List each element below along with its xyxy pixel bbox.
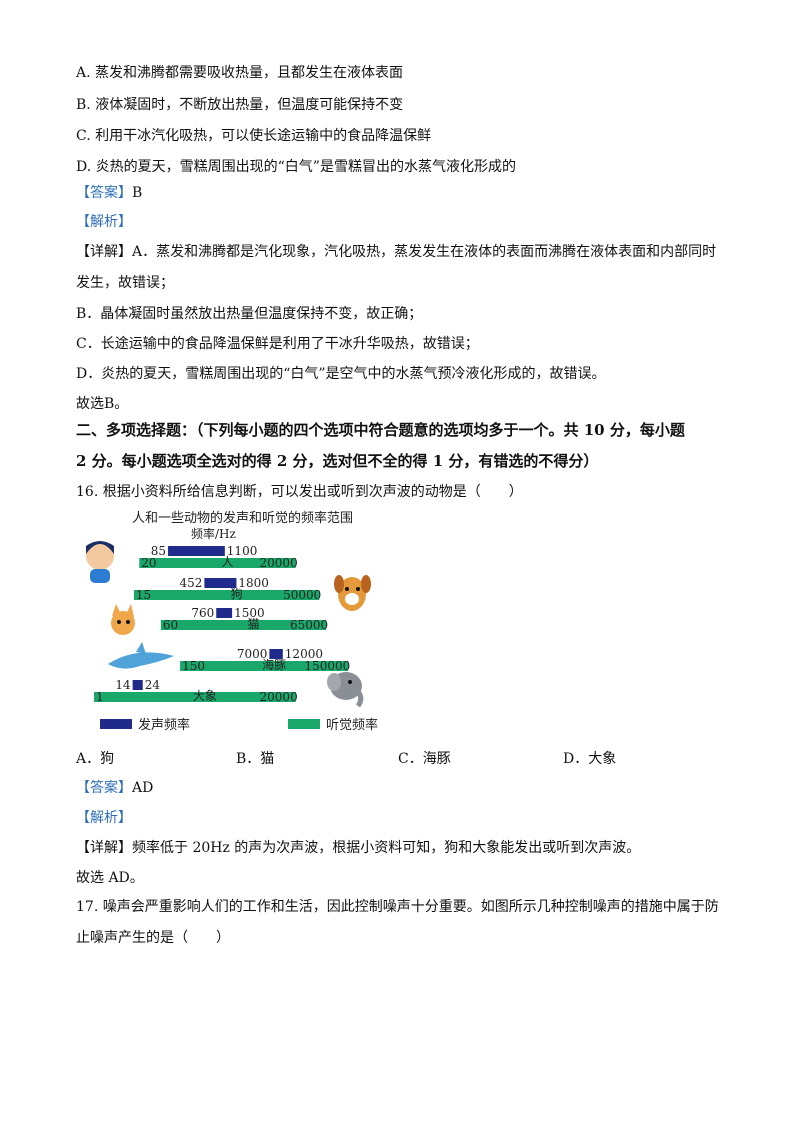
section2-heading-2: 2 分。每小题选项全选对的得 2 分，选对但不全的得 1 分，有错选的不得分） bbox=[76, 452, 599, 470]
detail-text: 频率低于 20Hz 的声为次声波，根据小资料可知，狗和大象能发出或听到次声波。 bbox=[132, 840, 641, 856]
q15-answer: 【答案】B bbox=[76, 183, 142, 203]
hearing-bar-4 bbox=[94, 692, 296, 702]
frequency-chart: 人和一些动物的发声和听觉的频率范围 频率/Hz 85 1100 20 20000 人 45… bbox=[86, 510, 378, 733]
answer-tag: 【答案】 bbox=[76, 780, 132, 796]
emit-min-label: 760 bbox=[191, 606, 214, 620]
q16-option-d: D．大象 bbox=[563, 751, 617, 767]
emit-bar-3 bbox=[269, 649, 283, 659]
hear-max-label: 20000 bbox=[260, 690, 298, 704]
emit-min-label: 85 bbox=[151, 544, 166, 558]
emit-max-label: 12000 bbox=[285, 647, 323, 661]
chart-title: 人和一些动物的发声和听觉的频率范围 bbox=[132, 510, 353, 526]
legend-swatch-emit bbox=[100, 719, 132, 729]
q16-option-a: A．狗 bbox=[76, 751, 115, 767]
q15-detail-3: B．晶体凝固时虽然放出热量但温度保持不变，故正确； bbox=[76, 306, 423, 322]
emit-min-label: 7000 bbox=[237, 647, 268, 661]
elephant-illustration bbox=[327, 672, 364, 708]
answer-value: B bbox=[132, 185, 143, 201]
emit-max-label: 1500 bbox=[234, 606, 265, 620]
hearing-bar-2 bbox=[160, 620, 327, 630]
emit-min-label: 452 bbox=[179, 576, 202, 590]
detail-tag: 【详解】 bbox=[76, 244, 132, 260]
answer-tag: 【答案】 bbox=[76, 185, 132, 201]
dog-illustration bbox=[334, 575, 371, 611]
q15-detail-1: 【详解】A．蒸发和沸腾都是汽化现象，汽化吸热，蒸发发生在液体的表面而沸腾在液体表… bbox=[76, 242, 716, 262]
emit-max-label: 1100 bbox=[227, 544, 258, 558]
hear-min-label: 15 bbox=[136, 588, 151, 602]
hear-max-label: 150000 bbox=[304, 659, 350, 673]
section2-heading-1: 二、多项选择题：（下列每小题的四个选项中符合题意的选项均多于一个。共 10 分，… bbox=[76, 421, 685, 439]
q15-detail-2: 发生，故错误； bbox=[76, 275, 174, 291]
q15-option-d: D. 炎热的夏天，雪糕周围出现的“白气”是雪糕冒出的水蒸气液化形成的 bbox=[76, 159, 516, 175]
hear-min-label: 150 bbox=[182, 659, 205, 673]
chart-legend: 发声频率 听觉频率 bbox=[100, 717, 378, 733]
hear-max-label: 20000 bbox=[260, 556, 298, 570]
category-label: 猫 bbox=[248, 617, 260, 631]
emit-min-label: 14 bbox=[115, 678, 131, 692]
q16-option-b: B．猫 bbox=[236, 751, 275, 767]
q17-stem-2: 止噪声产生的是（ ） bbox=[76, 930, 230, 946]
hear-min-label: 60 bbox=[163, 618, 178, 632]
legend-swatch-hear bbox=[288, 719, 320, 729]
detail-text: A．蒸发和沸腾都是汽化现象，汽化吸热，蒸发发生在液体的表面而沸腾在液体表面和内部… bbox=[132, 244, 717, 260]
q15-option-a: A. 蒸发和沸腾都需要吸收热量，且都发生在液体表面 bbox=[76, 65, 404, 81]
emit-bar-2 bbox=[216, 608, 233, 618]
hearing-bar-3 bbox=[180, 661, 349, 671]
q15-conclusion: 故选B。 bbox=[76, 396, 129, 412]
category-label: 海豚 bbox=[262, 657, 286, 672]
hearing-bar-1 bbox=[133, 590, 320, 600]
q17-stem-1: 17. 噪声会严重影响人们的工作和生活，因此控制噪声十分重要。如图所示几种控制噪… bbox=[76, 899, 719, 915]
detail-tag: 【详解】 bbox=[76, 840, 132, 856]
emit-bar-0 bbox=[168, 546, 225, 556]
chart-bars: 85 1100 20 20000 人 452 1800 15 50000 狗 760 1500 60 65… bbox=[94, 544, 350, 704]
emit-max-label: 1800 bbox=[238, 576, 269, 590]
dolphin-illustration bbox=[108, 642, 174, 669]
q16-answer: 【答案】AD bbox=[76, 778, 153, 798]
hear-min-label: 20 bbox=[141, 556, 156, 570]
answer-value: AD bbox=[132, 780, 154, 796]
q16-conclusion: 故选 AD。 bbox=[76, 870, 144, 886]
q16-detail: 【详解】频率低于 20Hz 的声为次声波，根据小资料可知，狗和大象能发出或听到次… bbox=[76, 838, 640, 858]
legend-label-emit: 发声频率 bbox=[138, 717, 190, 733]
q15-analysis-tag: 【解析】 bbox=[76, 214, 132, 230]
hearing-bar-0 bbox=[139, 558, 296, 568]
hear-min-label: 1 bbox=[96, 690, 104, 704]
category-label: 狗 bbox=[231, 587, 243, 601]
cat-illustration bbox=[111, 604, 135, 635]
q16-analysis-tag: 【解析】 bbox=[76, 810, 132, 826]
q15-detail-4: C．长途运输中的食品降温保鲜是利用了干冰升华吸热，故错误； bbox=[76, 336, 479, 352]
q16-option-c: C．海豚 bbox=[398, 751, 451, 767]
chart-y-label: 频率/Hz bbox=[191, 526, 236, 541]
hear-max-label: 65000 bbox=[290, 618, 328, 632]
q15-detail-5: D．炎热的夏天，雪糕周围出现的“白气”是空气中的水蒸气预冷液化形成的，故错误。 bbox=[76, 366, 606, 382]
legend-label-hear: 听觉频率 bbox=[326, 717, 378, 733]
hear-max-label: 50000 bbox=[283, 588, 321, 602]
category-label: 人 bbox=[221, 555, 233, 569]
q16-stem: 16. 根据小资料所给信息判断，可以发出或听到次声波的动物是（ ） bbox=[76, 484, 523, 500]
emit-max-label: 24 bbox=[145, 678, 161, 692]
q15-option-c: C. 利用干冰汽化吸热，可以使长途运输中的食品降温保鲜 bbox=[76, 128, 432, 144]
category-label: 大象 bbox=[193, 689, 217, 703]
emit-bar-1 bbox=[204, 578, 237, 588]
person-illustration bbox=[86, 541, 114, 583]
emit-bar-4 bbox=[132, 680, 143, 690]
q15-option-b: B. 液体凝固时，不断放出热量，但温度可能保持不变 bbox=[76, 97, 404, 113]
